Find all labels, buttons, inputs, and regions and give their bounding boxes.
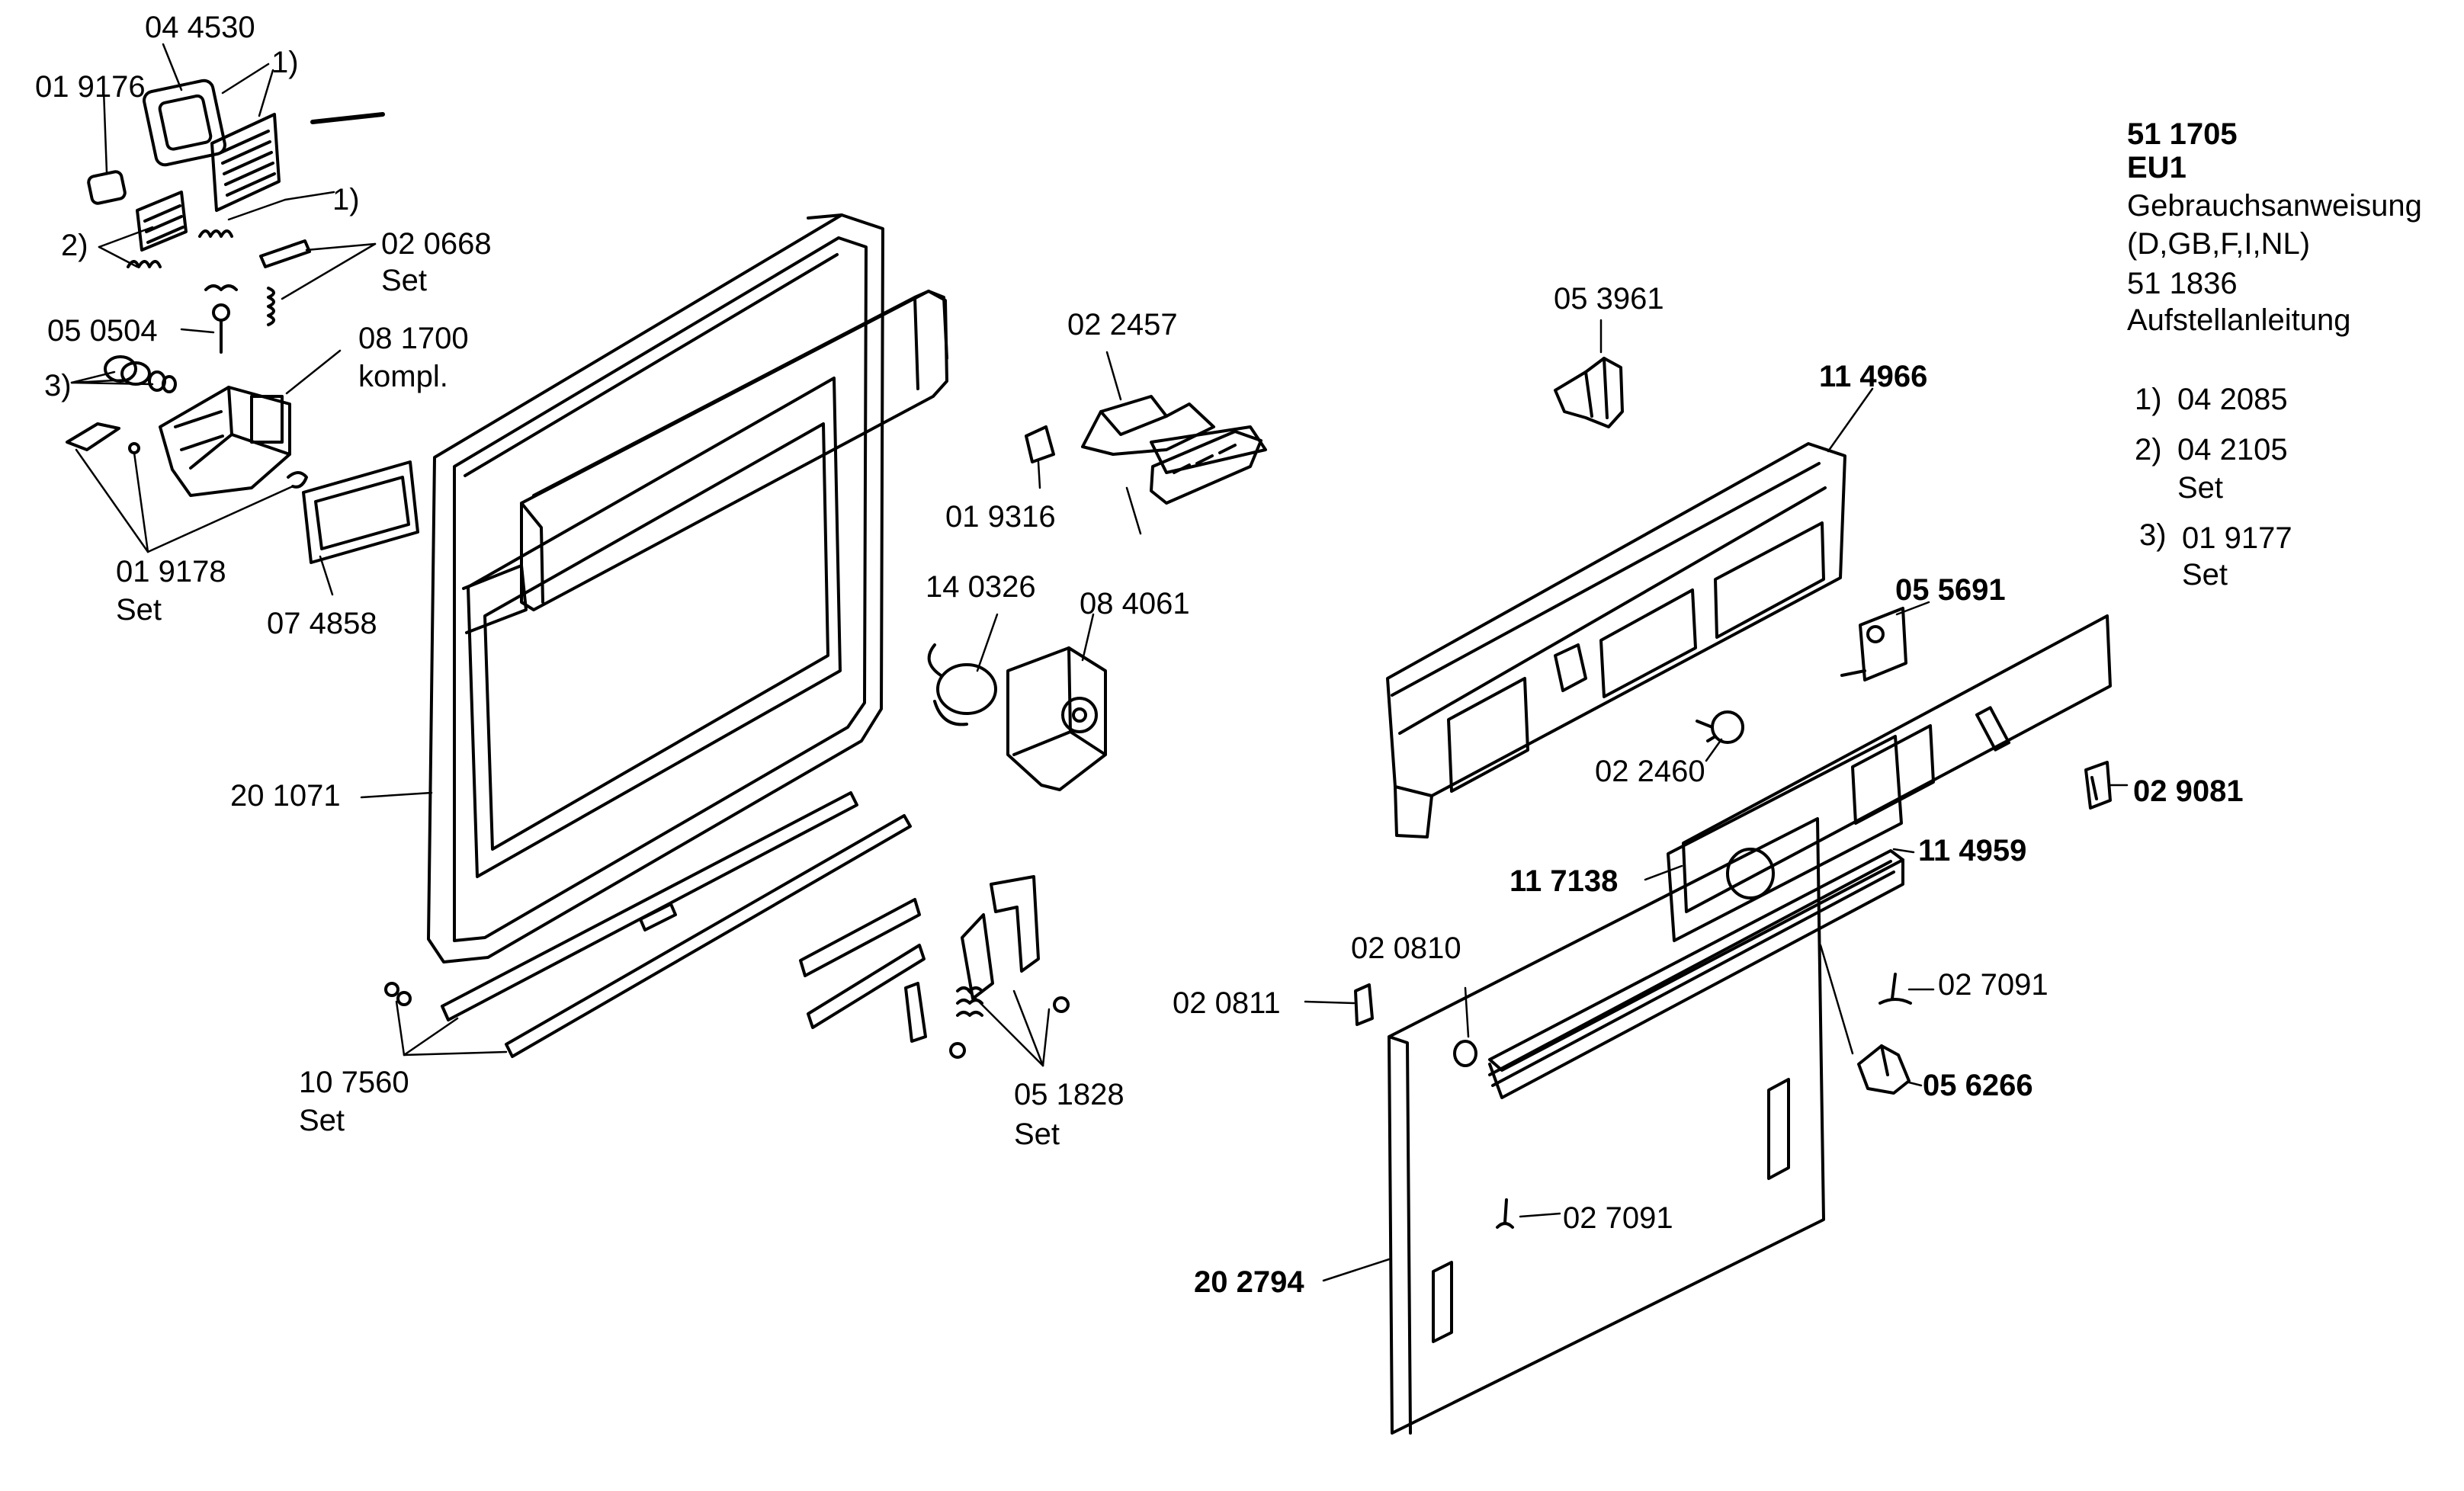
part-label-056266: 05 6266 xyxy=(1923,1069,2033,1102)
model-variant: EU1 xyxy=(2127,151,2186,184)
part-label-019176: 01 9176 xyxy=(35,70,146,104)
small-clip-part xyxy=(287,471,308,489)
door-lock-assembly xyxy=(159,386,291,497)
part-label-107560: 10 7560 xyxy=(299,1066,409,1099)
footnote-marker-1b: 1) xyxy=(332,183,360,216)
spring-part-2 xyxy=(267,287,275,326)
footnote-1-marker: 1) xyxy=(2135,383,2162,416)
part-label-019178-set: Set xyxy=(116,593,162,627)
small-cap-part xyxy=(87,170,127,205)
small-connector-part xyxy=(1025,425,1055,463)
gasket-part xyxy=(302,460,419,564)
roller-parts xyxy=(104,355,177,393)
footnote-marker-3: 3) xyxy=(44,369,72,402)
vent-frame-part xyxy=(143,79,226,167)
part-label-051828-set: Set xyxy=(1014,1117,1060,1151)
leader-lines-switch xyxy=(1037,351,1142,535)
footnote-3-set: Set xyxy=(2182,558,2228,592)
part-label-117138: 11 7138 xyxy=(1510,864,1619,898)
footnote-marker-2: 2) xyxy=(61,229,88,262)
part-label-020668-set: Set xyxy=(381,264,428,297)
mounting-bracket xyxy=(1554,357,1624,428)
latch-lever-part xyxy=(66,422,140,454)
pin-part xyxy=(204,284,238,354)
vent-grille-part xyxy=(210,113,281,212)
clip-029081 xyxy=(2084,761,2112,810)
part-label-044530: 04 4530 xyxy=(145,11,255,44)
part-label-020810: 02 0810 xyxy=(1351,931,1461,965)
leader-lines-hinge xyxy=(967,989,1051,1067)
footnote-2-set: Set xyxy=(2177,471,2224,505)
switch-bracket xyxy=(1150,430,1262,505)
timer-unit xyxy=(1006,646,1107,791)
part-label-029081: 02 9081 xyxy=(2133,774,2244,808)
part-label-114966: 11 4966 xyxy=(1819,360,1928,393)
fascia-strip-117138 xyxy=(1667,735,1903,942)
leader-lines-front xyxy=(1322,944,1854,1282)
leader-lines-motor xyxy=(976,613,1095,672)
footnote-marker-1a: 1) xyxy=(271,46,299,79)
part-label-140326: 14 0326 xyxy=(926,570,1036,604)
part-label-114959: 11 4959 xyxy=(1918,834,2027,867)
part-label-201071: 20 1071 xyxy=(230,779,341,813)
clip-part xyxy=(259,239,311,268)
footnote-3-part: 01 9177 xyxy=(2182,521,2292,555)
door-switch-part xyxy=(1840,607,1907,681)
part-label-027091-b: 02 7091 xyxy=(1563,1201,1673,1235)
part-label-055691: 05 5691 xyxy=(1895,573,2006,607)
manual-languages: (D,GB,F,I,NL) xyxy=(2127,227,2311,261)
leader-knob xyxy=(1705,738,1723,762)
part-label-020811: 02 0811 xyxy=(1173,986,1281,1020)
wire-rod xyxy=(310,112,385,124)
spring-part xyxy=(127,229,233,268)
part-label-022457: 02 2457 xyxy=(1067,308,1178,341)
manual-label: Gebrauchsanweisung xyxy=(2127,189,2422,223)
control-panel-housing xyxy=(1386,442,1846,838)
part-label-020668: 02 0668 xyxy=(381,227,492,261)
hinge-arm-parts xyxy=(904,875,1070,1059)
part-label-081700: 08 1700 xyxy=(358,322,469,355)
control-switch-assembly xyxy=(1081,395,1267,474)
pin-027091a xyxy=(1878,973,1912,1005)
hinge-plate-a xyxy=(799,898,926,1029)
small-grille-part xyxy=(136,191,188,252)
part-label-019316: 01 9316 xyxy=(945,500,1056,534)
part-label-022460: 02 2460 xyxy=(1595,755,1705,788)
fan-motor-part xyxy=(927,643,997,726)
footnote-3-marker: 3) xyxy=(2139,518,2167,552)
install-guide-number: 51 1836 xyxy=(2127,267,2238,300)
part-label-107560-set: Set xyxy=(299,1104,345,1137)
part-label-050504: 05 0504 xyxy=(47,314,158,348)
leader-knob-b xyxy=(1907,1081,1923,1087)
model-number: 51 1705 xyxy=(2127,117,2238,151)
leader-lines-door xyxy=(395,1000,508,1057)
front-door-panel xyxy=(1388,817,1825,1435)
leader-switch xyxy=(1895,601,1930,616)
control-fascia-panel xyxy=(1682,614,2112,913)
part-label-202794: 20 2794 xyxy=(1194,1265,1304,1299)
screw-parts xyxy=(384,982,412,1006)
part-label-053961: 05 3961 xyxy=(1554,282,1664,316)
knob-shaft-part xyxy=(1696,710,1744,744)
install-guide-label: Aufstellanleitung xyxy=(2127,303,2351,337)
leader-lines-top-left xyxy=(70,43,433,799)
part-label-019178: 01 9178 xyxy=(116,555,226,588)
bumper-020811 xyxy=(1354,983,1374,1026)
footnote-2-part: 04 2105 xyxy=(2177,433,2288,467)
hinge-rail-right xyxy=(505,814,912,1058)
part-label-084061: 08 4061 xyxy=(1080,587,1190,620)
part-label-074858: 07 4858 xyxy=(267,607,377,640)
leader-housing xyxy=(1827,387,1874,453)
fascia-trim-114959 xyxy=(1488,849,1904,1099)
footnote-1-part: 04 2085 xyxy=(2177,383,2288,416)
part-label-081700-kompl: kompl. xyxy=(358,360,448,393)
footnote-2-marker: 2) xyxy=(2135,433,2162,467)
hinge-rail-left xyxy=(441,791,858,1021)
inner-door-panel xyxy=(427,213,948,964)
bumper-020810 xyxy=(1453,1040,1477,1067)
part-label-027091-a: 02 7091 xyxy=(1938,968,2049,1002)
part-label-051828: 05 1828 xyxy=(1014,1078,1125,1111)
control-knob-056266 xyxy=(1857,1044,1911,1095)
